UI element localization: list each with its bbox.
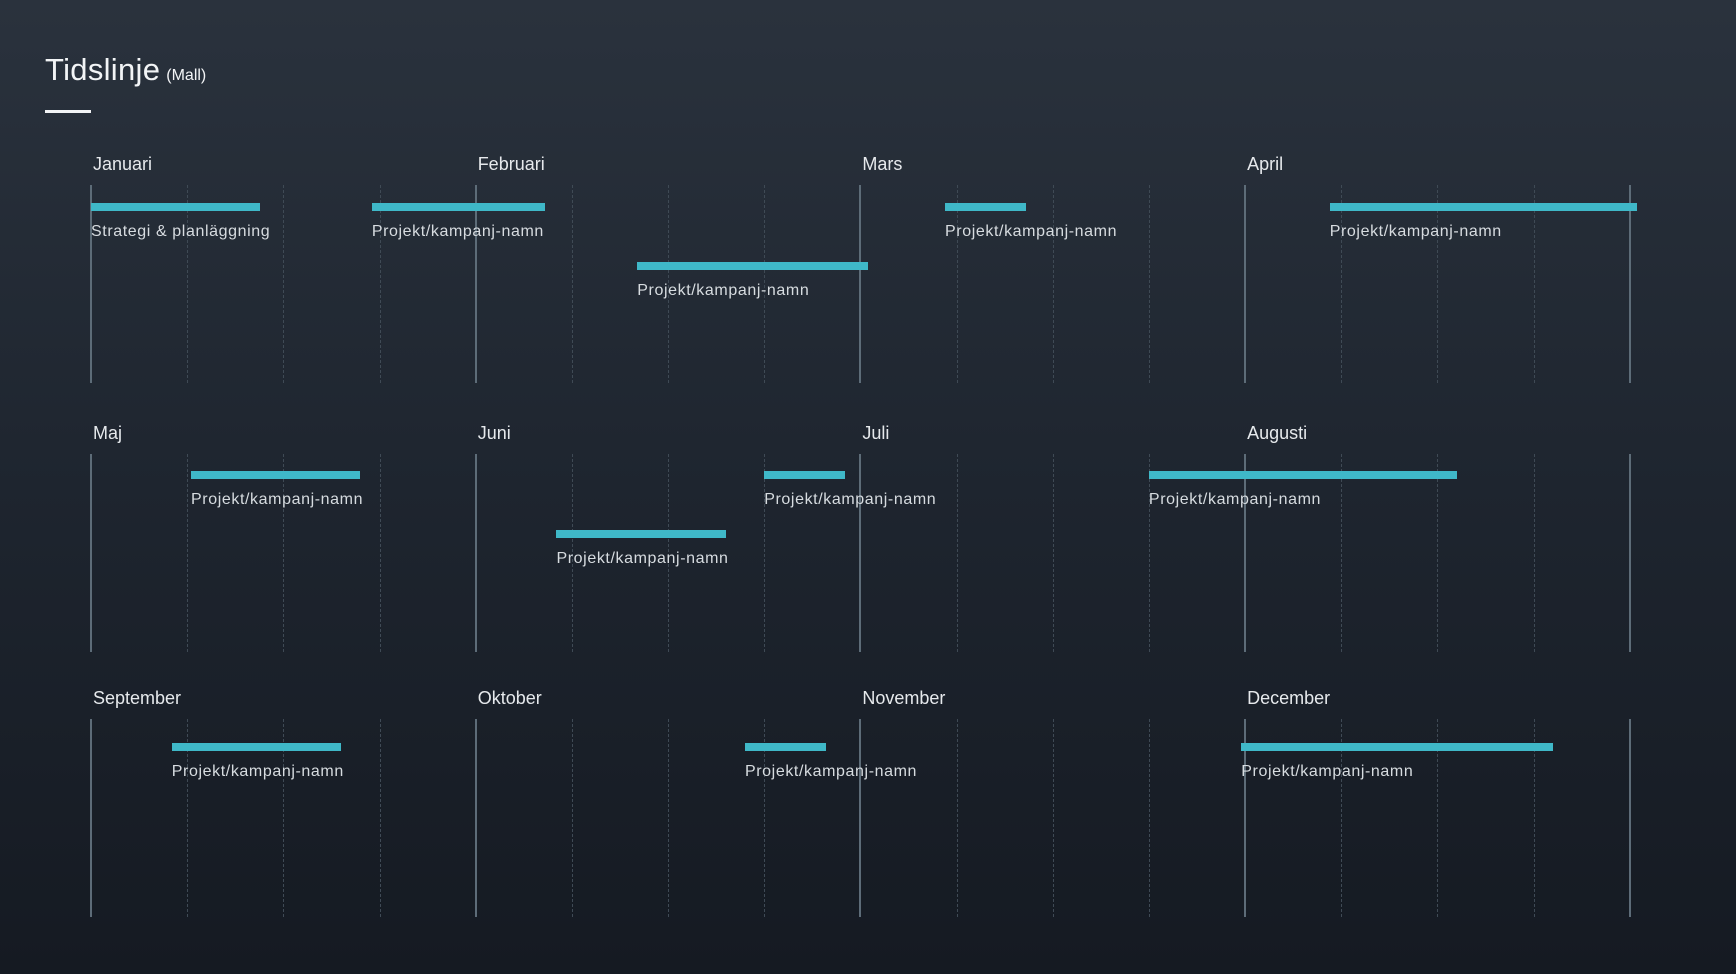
- month-divider: [90, 185, 92, 383]
- week-divider: [1148, 185, 1150, 383]
- week-divider: [379, 454, 381, 652]
- title-underline: [45, 110, 91, 113]
- month-divider: [90, 719, 92, 917]
- week-divider: [1148, 719, 1150, 917]
- month-divider: [859, 719, 862, 917]
- timeline-bar: [371, 203, 545, 211]
- week-divider: [187, 454, 189, 652]
- month-divider: [1628, 719, 1631, 917]
- month-label: December: [1247, 688, 1331, 708]
- week-divider: [1437, 719, 1439, 917]
- week-divider: [571, 719, 573, 917]
- week-divider: [1533, 454, 1535, 652]
- month-divider: [1244, 454, 1247, 652]
- timeline-bar-label: Projekt/kampanj-namn: [1329, 223, 1502, 240]
- week-divider: [1437, 185, 1439, 383]
- month-divider: [90, 454, 92, 652]
- week-divider: [956, 454, 958, 652]
- week-divider: [1533, 719, 1535, 917]
- timeline-bar: [171, 743, 342, 751]
- week-divider: [764, 185, 766, 383]
- week-divider: [668, 185, 670, 383]
- week-divider: [1148, 454, 1150, 652]
- week-divider: [1533, 185, 1535, 383]
- week-divider: [187, 185, 189, 383]
- timeline-bar: [91, 203, 261, 211]
- month-label: Juni: [477, 423, 511, 443]
- week-divider: [668, 454, 670, 652]
- title-text: Tidslinje: [45, 52, 161, 87]
- timeline-bar-label: Projekt/kampanj-namn: [371, 223, 544, 240]
- month-label: Februari: [477, 154, 545, 174]
- month-divider: [1244, 185, 1247, 383]
- month-divider: [1244, 719, 1247, 917]
- week-divider: [764, 719, 766, 917]
- week-divider: [956, 719, 958, 917]
- month-divider: [474, 185, 477, 383]
- week-divider: [956, 185, 958, 383]
- month-label: Oktober: [477, 688, 542, 708]
- timeline-bar-label: Projekt/kampanj-namn: [171, 763, 344, 780]
- month-divider: [859, 185, 862, 383]
- week-divider: [283, 454, 285, 652]
- month-divider: [859, 454, 862, 652]
- month-label: Mars: [862, 154, 903, 174]
- timeline-bar: [556, 530, 726, 538]
- timeline-bar-label: Projekt/kampanj-namn: [744, 763, 918, 780]
- week-divider: [379, 719, 381, 917]
- month-divider: [474, 454, 477, 652]
- timeline-bar: [1241, 743, 1553, 751]
- week-divider: [764, 454, 766, 652]
- week-divider: [571, 454, 573, 652]
- month-divider: [1628, 454, 1631, 652]
- month-label: Maj: [93, 423, 123, 443]
- week-divider: [1052, 185, 1054, 383]
- week-divider: [1437, 454, 1439, 652]
- month-label: Januari: [93, 154, 153, 174]
- timeline-bar: [191, 471, 361, 479]
- week-divider: [187, 719, 189, 917]
- timeline-bar: [1148, 471, 1457, 479]
- timeline-bar-label: Projekt/kampanj-namn: [764, 491, 937, 508]
- timeline-bar: [744, 743, 826, 751]
- timeline-bar: [945, 203, 1026, 211]
- week-divider: [283, 185, 285, 383]
- timeline-bar-label: Projekt/kampanj-namn: [191, 491, 364, 508]
- month-label: September: [93, 688, 182, 708]
- week-divider: [379, 185, 381, 383]
- week-divider: [1341, 454, 1343, 652]
- week-divider: [1341, 185, 1343, 383]
- timeline-bar: [637, 262, 869, 270]
- week-divider: [1341, 719, 1343, 917]
- week-divider: [571, 185, 573, 383]
- week-divider: [283, 719, 285, 917]
- week-divider: [1052, 454, 1054, 652]
- timeline-bar-label: Projekt/kampanj-namn: [637, 282, 810, 299]
- title-subtitle: (Mall): [166, 67, 207, 84]
- timeline-bar: [1329, 203, 1638, 211]
- month-label: April: [1247, 154, 1284, 174]
- month-label: Augusti: [1247, 423, 1308, 443]
- week-divider: [668, 719, 670, 917]
- timeline-bar: [764, 471, 845, 479]
- month-label: November: [862, 688, 946, 708]
- week-divider: [1052, 719, 1054, 917]
- timeline-bar-label: Projekt/kampanj-namn: [1148, 491, 1321, 508]
- month-label: Juli: [862, 423, 890, 443]
- month-divider: [1628, 185, 1631, 383]
- page-title: Tidslinje (Mall): [45, 52, 206, 88]
- month-divider: [474, 719, 477, 917]
- timeline-bar-label: Projekt/kampanj-namn: [556, 550, 729, 567]
- timeline-bar-label: Projekt/kampanj-namn: [1241, 763, 1414, 780]
- timeline-bar-label: Projekt/kampanj-namn: [945, 223, 1118, 240]
- timeline-bar-label: Strategi & planläggning: [91, 223, 271, 240]
